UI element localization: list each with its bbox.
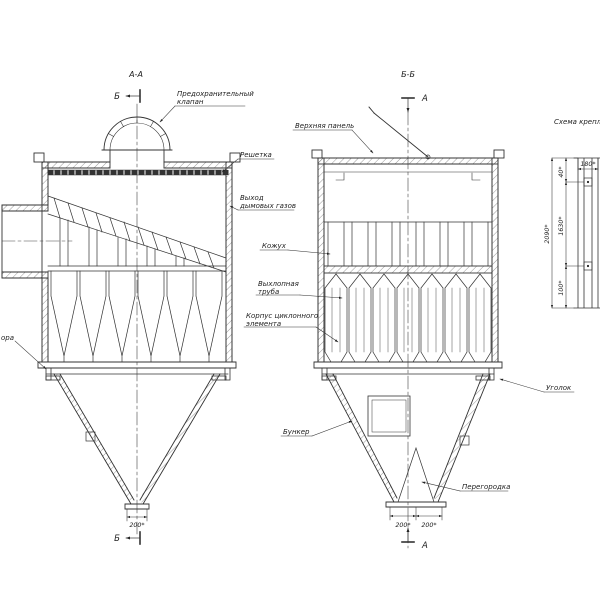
outlet-dimension-a xyxy=(126,508,148,522)
callout-leaders xyxy=(14,105,575,492)
body-shell-b xyxy=(311,149,505,363)
dim-bottom-offset: 100* xyxy=(558,280,565,295)
body-shell-a xyxy=(33,152,241,363)
dim-top-offset: 40* xyxy=(558,166,565,177)
label-hopper: Бункер xyxy=(283,428,310,436)
cut-mark-a-top: А xyxy=(421,94,428,104)
label-partition: Перегородка xyxy=(462,483,510,491)
section-b-view xyxy=(311,97,505,549)
cut-marks-b xyxy=(125,89,141,545)
partition-plate xyxy=(397,446,435,503)
louver-bank xyxy=(47,195,227,273)
outlet-dimensions-b xyxy=(389,506,443,521)
label-cyclone-body-2: элемента xyxy=(246,320,281,328)
dim-outlet-b-left: 200* xyxy=(395,522,410,529)
label-gas-exit-2: дымовых газов xyxy=(239,202,296,210)
dim-outlet-b-right: 200* xyxy=(421,522,436,529)
tube-sheet xyxy=(323,265,493,274)
label-grid: Решетка xyxy=(240,151,272,159)
cyclone-elements-b xyxy=(324,273,492,363)
bottom-flange-b xyxy=(313,361,503,369)
dim-outlet-a: 200* xyxy=(129,522,144,529)
label-safety-valve-1: Предохранительный xyxy=(177,90,254,98)
label-gas-exit-1: Выход xyxy=(240,194,264,202)
mount-dimensions xyxy=(550,157,599,309)
label-top-panel: Верхняя панель xyxy=(295,122,354,130)
mount-profile xyxy=(573,157,600,309)
inlet-duct xyxy=(1,204,49,279)
cyclone-cones xyxy=(47,217,227,363)
access-hatch xyxy=(367,395,411,437)
section-a-title: А-А xyxy=(128,70,143,79)
hopper-b xyxy=(321,373,495,508)
label-angle-bracket: Уголок xyxy=(546,384,572,392)
dim-total-height: 2090* xyxy=(544,224,551,243)
label-exhaust-pipe-2: труба xyxy=(258,288,279,296)
bottom-flange-a xyxy=(37,361,237,369)
section-a-view xyxy=(1,89,241,545)
dim-width: 180* xyxy=(580,161,595,168)
label-exhaust-pipe-1: Выхлопная xyxy=(258,280,299,288)
label-safety-valve-2: клапан xyxy=(177,98,204,106)
cut-marks-a xyxy=(401,97,415,543)
label-support-cut: ора xyxy=(1,334,14,342)
mount-detail-title: Схема крепления xyxy=(554,118,600,126)
hopper-a xyxy=(45,373,229,510)
label-casing: Кожух xyxy=(262,242,287,250)
bolt-plates xyxy=(583,177,593,271)
mounting-detail xyxy=(550,157,600,309)
distribution-grid xyxy=(47,169,229,176)
cut-mark-a-bottom: А xyxy=(421,541,428,551)
exhaust-pipes xyxy=(323,221,493,267)
cut-mark-b-top: Б xyxy=(114,92,120,102)
section-b-title: Б-Б xyxy=(401,70,415,79)
dim-bolt-spacing: 1630* xyxy=(558,216,565,235)
centerline-a xyxy=(1,103,138,535)
top-panel-lid xyxy=(368,106,431,160)
cut-mark-b-bottom: Б xyxy=(114,534,120,544)
label-cyclone-body-1: Корпус циклонного xyxy=(246,312,318,320)
safety-valve-dome xyxy=(101,116,173,163)
